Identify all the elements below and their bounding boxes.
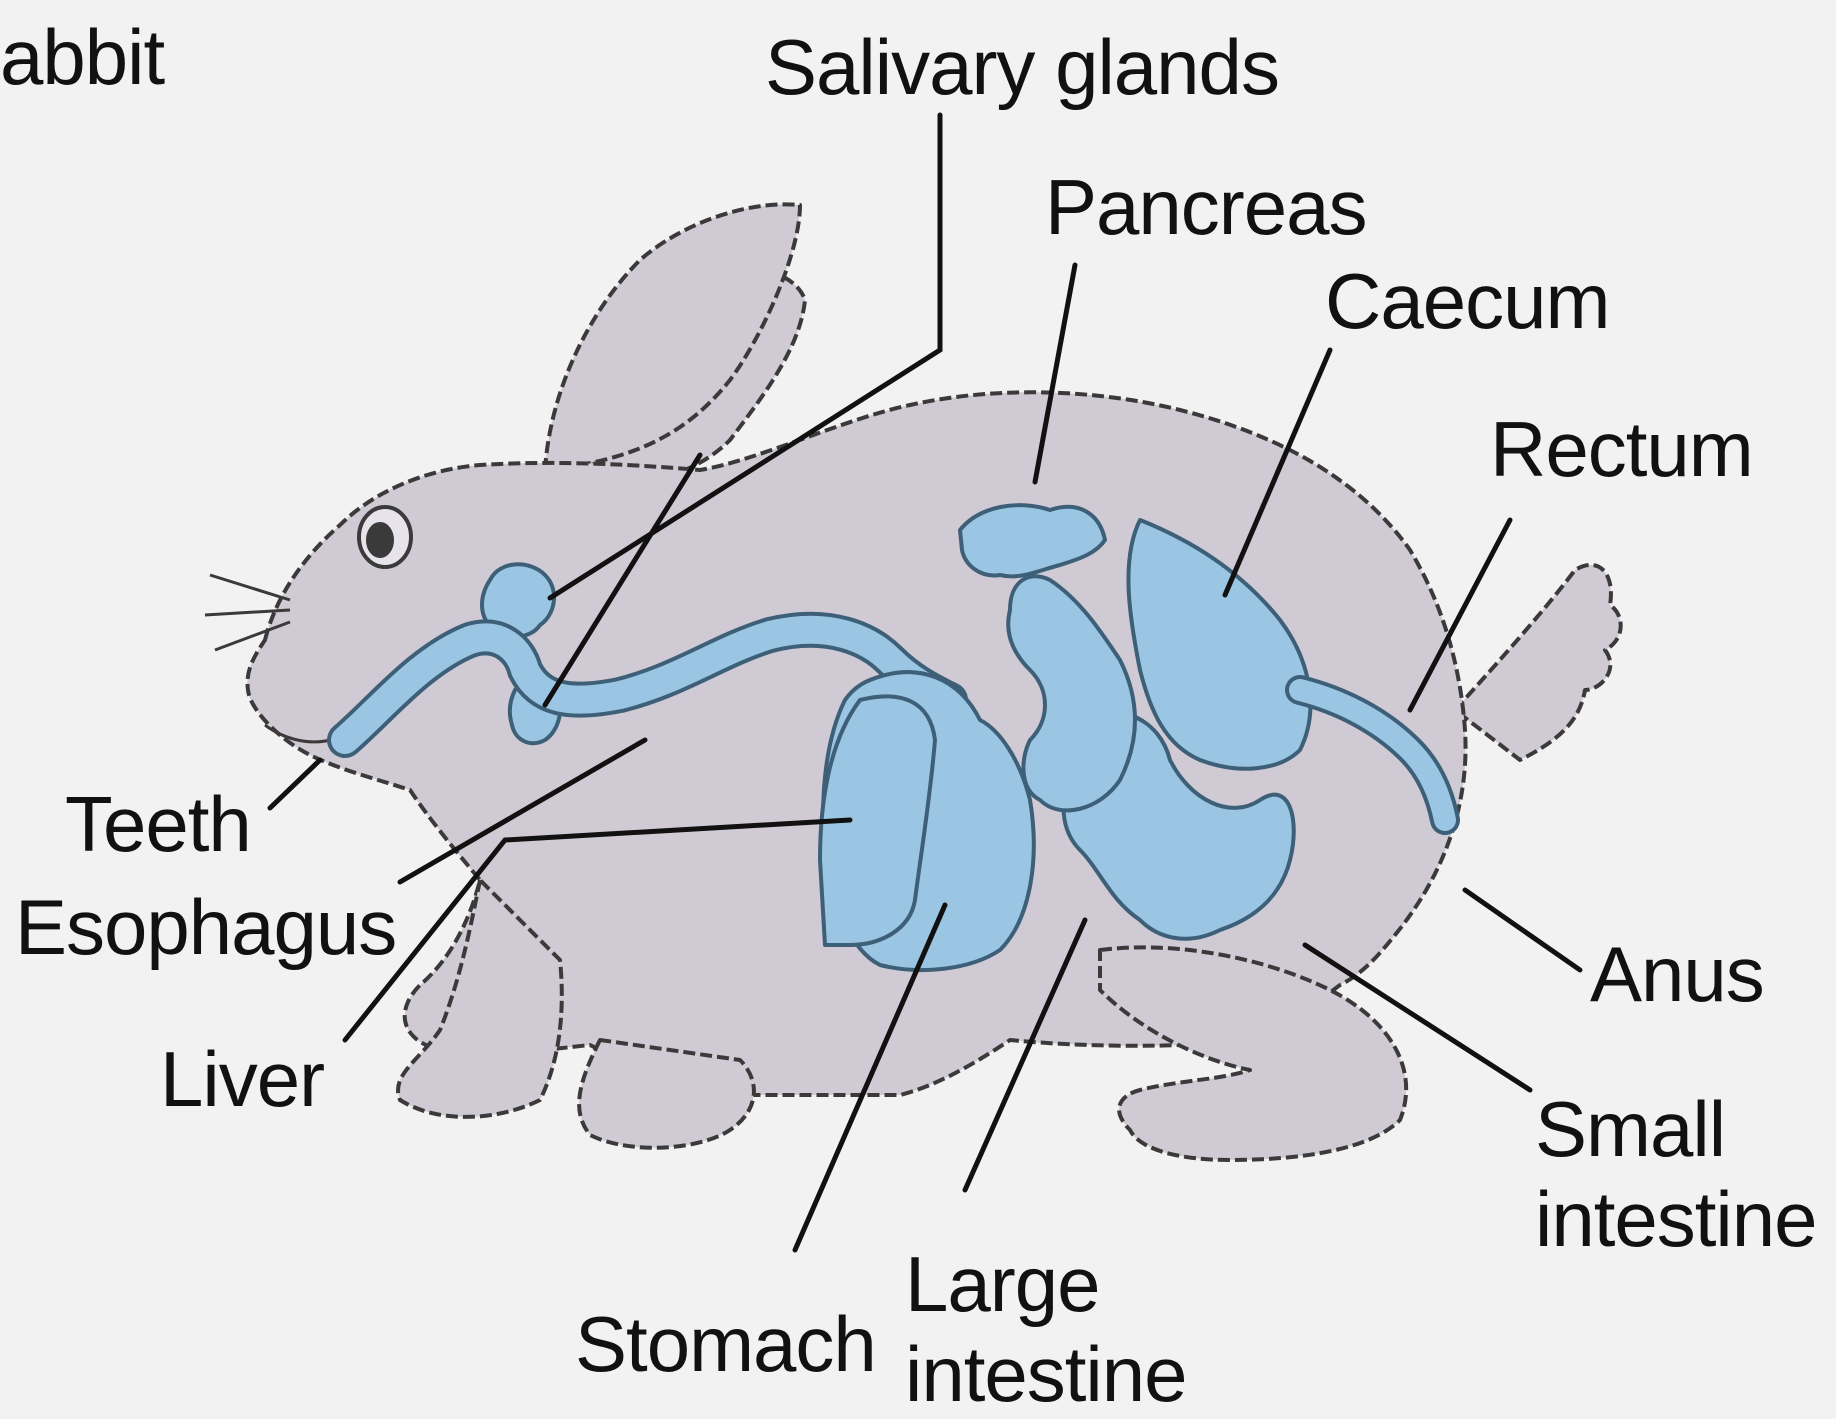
label-esophagus: Esophagus — [15, 888, 396, 966]
label-small-intestine-line2: intestine — [1535, 1175, 1817, 1265]
label-salivary-glands: Salivary glands — [765, 28, 1279, 106]
label-pancreas: Pancreas — [1045, 168, 1367, 246]
leader-anus — [1465, 890, 1580, 970]
label-large-intestine-line1: Large — [905, 1240, 1187, 1330]
leader-teeth — [270, 760, 320, 808]
label-large-intestine: Large intestine — [905, 1240, 1187, 1419]
rabbit-tail — [1455, 565, 1621, 760]
label-caecum: Caecum — [1325, 262, 1609, 340]
rabbit-pupil — [368, 524, 392, 556]
label-rectum: Rectum — [1490, 410, 1753, 488]
label-stomach: Stomach — [575, 1305, 876, 1383]
label-small-intestine: Small intestine — [1535, 1085, 1817, 1264]
label-liver: Liver — [160, 1040, 324, 1118]
label-anus: Anus — [1590, 935, 1764, 1013]
diagram-title: abbit — [0, 18, 164, 96]
label-small-intestine-line1: Small — [1535, 1085, 1817, 1175]
label-large-intestine-line2: intestine — [905, 1330, 1187, 1419]
label-teeth: Teeth — [65, 785, 251, 863]
